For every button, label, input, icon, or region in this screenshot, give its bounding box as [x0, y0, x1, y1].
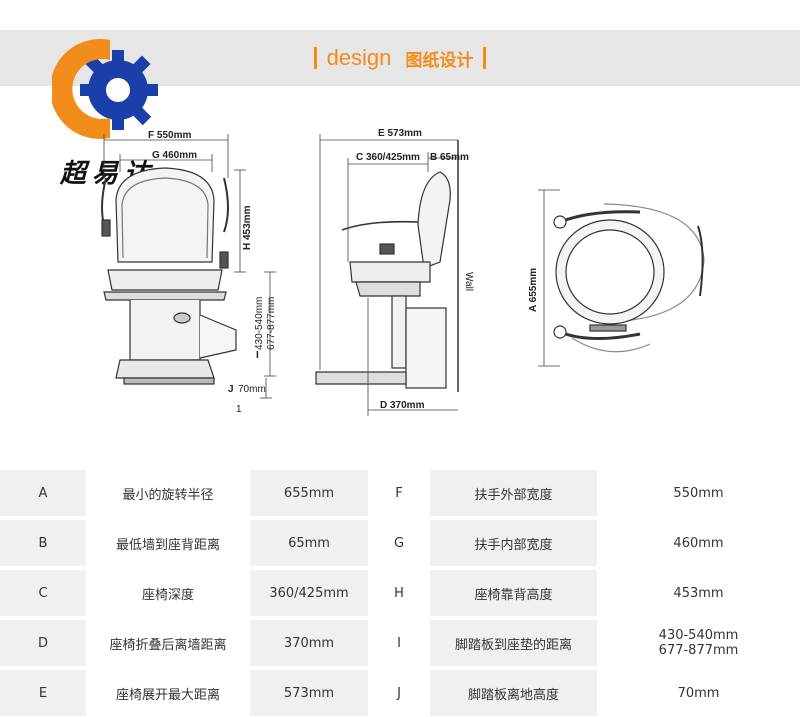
label-J: J: [228, 384, 234, 395]
title-cn: 图纸设计: [405, 50, 474, 71]
side-view: [315, 140, 459, 392]
c-shape: [52, 39, 110, 139]
front-dimensions: [103, 134, 276, 399]
table-row: D 座椅折叠后离墙距离 370mm I 脚踏板到座垫的距离 430-540mm …: [0, 616, 800, 668]
front-view: [101, 167, 237, 385]
spec-desc: 座椅折叠后离墙距离: [86, 616, 250, 668]
spec-table: A 最小的旋转半径 655mm F 扶手外部宽度 550mm B 最低墙到座背距…: [0, 466, 800, 716]
brand-logo: [52, 39, 158, 139]
label-J-value: 70mm: [238, 384, 266, 395]
label-C: C 360/425mm: [356, 152, 420, 163]
label-D: D 370mm: [380, 400, 425, 411]
label-I: I: [256, 350, 259, 361]
spec-key: A: [0, 466, 86, 518]
spec-key: F: [368, 466, 430, 518]
spec-desc: 最低墙到座背距离: [86, 516, 250, 568]
title-bar-left: [313, 47, 317, 69]
title-bar-right: [483, 47, 487, 69]
label-I-range2: 677-877mm: [266, 297, 277, 350]
spec-key: C: [0, 566, 86, 618]
spec-key: I: [368, 616, 430, 668]
spec-desc: 脚踏板到座垫的距离: [430, 616, 597, 668]
spec-value: 460mm: [597, 516, 800, 568]
spec-desc: 扶手内部宽度: [430, 516, 597, 568]
spec-value-line: 430-540mm: [658, 628, 739, 643]
top-view: [553, 203, 705, 353]
spec-desc: 座椅靠背高度: [430, 566, 597, 618]
spec-value: 360/425mm: [250, 566, 368, 618]
label-B: B 65mm: [430, 152, 469, 163]
page-title: design 图纸设计: [0, 30, 800, 86]
spec-key: D: [0, 616, 86, 668]
label-wall: Wall: [463, 272, 474, 291]
technical-drawing: F 550mm G 460mm H 453mm 430-540mm 677-87…: [101, 128, 705, 416]
label-E: E 573mm: [378, 128, 422, 139]
spec-value: 453mm: [597, 566, 800, 618]
spec-value: 655mm: [250, 466, 368, 518]
spec-desc: 最小的旋转半径: [86, 466, 250, 518]
table-row: C 座椅深度 360/425mm H 座椅靠背高度 453mm: [0, 566, 800, 618]
spec-value-multi: 430-540mm 677-877mm: [597, 616, 800, 668]
title-en: design: [326, 45, 392, 70]
spec-desc: 座椅深度: [86, 566, 250, 618]
spec-key: E: [0, 666, 86, 716]
table-row: B 最低墙到座背距离 65mm G 扶手内部宽度 460mm: [0, 516, 800, 568]
spec-key: H: [368, 566, 430, 618]
label-A: A 655mm: [528, 268, 539, 312]
spec-desc: 扶手外部宽度: [430, 466, 597, 518]
spec-value: 550mm: [597, 466, 800, 518]
top-dimensions: [538, 189, 560, 367]
label-H: H 453mm: [242, 205, 253, 250]
label-G: G 460mm: [152, 150, 197, 161]
spec-desc: 座椅展开最大距离: [86, 666, 250, 716]
side-dimensions: [319, 134, 458, 416]
table-row: E 座椅展开最大距离 573mm J 脚踏板离地高度 70mm: [0, 666, 800, 716]
label-one: 1: [236, 404, 242, 415]
label-I-range1: 430-540mm: [254, 297, 265, 350]
table-row: A 最小的旋转半径 655mm F 扶手外部宽度 550mm: [0, 466, 800, 518]
label-F: F 550mm: [148, 130, 191, 141]
spec-value: 573mm: [250, 666, 368, 716]
spec-value: 70mm: [597, 666, 800, 716]
spec-desc: 脚踏板离地高度: [430, 666, 597, 716]
spec-value: 370mm: [250, 616, 368, 668]
spec-key: G: [368, 516, 430, 568]
spec-value-line: 677-877mm: [658, 643, 739, 658]
spec-key: B: [0, 516, 86, 568]
spec-value: 65mm: [250, 516, 368, 568]
spec-key: J: [368, 666, 430, 716]
